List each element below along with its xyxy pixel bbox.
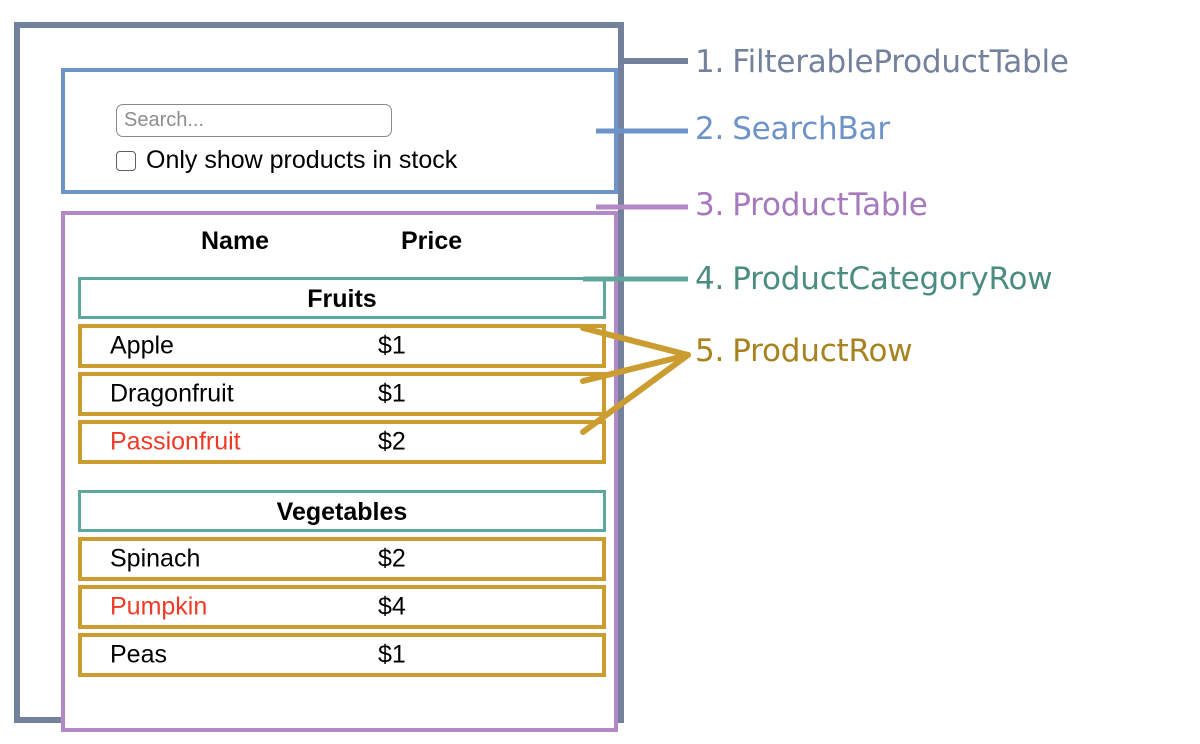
legend-item-filterable-product-table: 1.FilterableProductTable [695, 47, 1069, 78]
product-table-boundary: Name Price Fruits Apple $1 Dragonfruit $… [61, 211, 618, 732]
product-row: Peas $1 [78, 633, 606, 677]
search-bar-boundary: Search... Only show products in stock [61, 68, 618, 194]
legend-text: SearchBar [732, 111, 890, 147]
product-name: Pumpkin [110, 592, 208, 621]
product-row: Passionfruit $2 [78, 420, 606, 464]
legend-item-product-category-row: 4.ProductCategoryRow [695, 261, 1053, 297]
product-table-body: Fruits Apple $1 Dragonfruit $1 Passionfr… [78, 277, 606, 681]
filterable-product-table-boundary: Search... Only show products in stock Na… [14, 22, 624, 732]
product-category-row: Fruits [78, 277, 606, 319]
product-category-label: Fruits [307, 284, 377, 313]
legend-item-product-table: 3.ProductTable [695, 190, 928, 221]
legend-item-search-bar: 2.SearchBar [695, 114, 890, 145]
product-name: Passionfruit [110, 427, 241, 456]
product-name: Dragonfruit [110, 379, 234, 408]
column-header-name: Name [201, 227, 270, 255]
legend-text: FilterableProductTable [732, 44, 1069, 80]
product-price: $4 [378, 592, 406, 621]
in-stock-checkbox[interactable] [116, 150, 136, 171]
legend-text: ProductTable [732, 187, 928, 223]
legend-number: 1. [695, 44, 725, 80]
product-price: $2 [378, 427, 406, 456]
product-table-header: Name Price [78, 229, 606, 269]
product-name: Apple [110, 331, 174, 360]
legend-number: 3. [695, 187, 725, 223]
product-price: $1 [378, 379, 406, 408]
legend-text: ProductCategoryRow [732, 261, 1053, 297]
section-spacer [78, 468, 606, 490]
legend-number: 4. [695, 261, 725, 297]
column-header-price: Price [401, 227, 463, 255]
product-row: Apple $1 [78, 324, 606, 368]
legend-number: 2. [695, 111, 725, 147]
in-stock-checkbox-label: Only show products in stock [146, 146, 458, 174]
product-category-row: Vegetables [78, 490, 606, 532]
product-row: Dragonfruit $1 [78, 372, 606, 416]
product-name: Peas [110, 640, 167, 669]
search-input[interactable]: Search... [116, 104, 392, 137]
legend-item-product-row: 5.ProductRow [695, 333, 913, 369]
legend-text: ProductRow [732, 333, 913, 369]
product-row: Spinach $2 [78, 537, 606, 581]
product-row: Pumpkin $4 [78, 585, 606, 629]
product-price: $2 [378, 544, 406, 573]
legend-number: 5. [695, 333, 725, 369]
product-name: Spinach [110, 544, 201, 573]
in-stock-filter-row[interactable]: Only show products in stock [116, 148, 457, 173]
product-price: $1 [378, 331, 406, 360]
product-price: $1 [378, 640, 406, 669]
product-category-label: Vegetables [276, 497, 408, 526]
